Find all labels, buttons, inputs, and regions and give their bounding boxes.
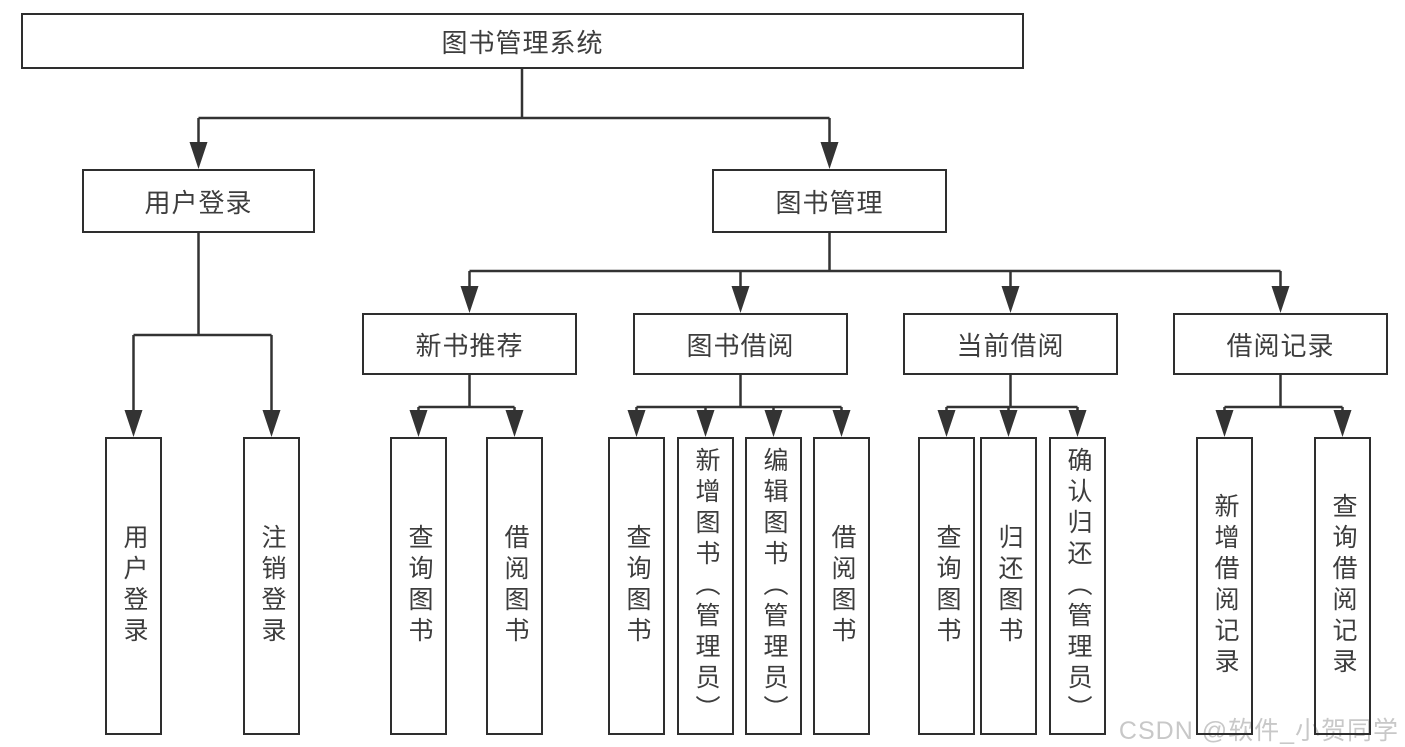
node-label: 编辑图书（管理员） (760, 446, 788, 726)
node-label: 图书管理 (775, 187, 884, 218)
node-label: 新增图书（管理员） (692, 446, 720, 726)
node-label: 借阅记录 (1226, 330, 1335, 361)
node-label: 当前借阅 (956, 330, 1065, 361)
node-label: 查询图书 (623, 524, 651, 648)
node-login: 用户登录 (105, 437, 162, 735)
node-recommend-borrow-book: 借阅图书 (486, 437, 543, 735)
node-system-root: 图书管理系统 (21, 13, 1024, 69)
node-label: 查询图书 (405, 524, 433, 648)
node-label: 图书借阅 (686, 330, 795, 361)
node-recommend-query-book: 查询图书 (390, 437, 447, 735)
node-current-confirm-return-admin: 确认归还（管理员） (1049, 437, 1106, 735)
node-borrowing-borrow-book: 借阅图书 (813, 437, 870, 735)
node-label: 确认归还（管理员） (1064, 446, 1092, 726)
node-records-query-record: 查询借阅记录 (1314, 437, 1371, 735)
connector-root-to-level2 (197, 68, 831, 148)
node-borrowing-query-book: 查询图书 (608, 437, 665, 735)
node-current-return-book: 归还图书 (980, 437, 1037, 735)
node-book-borrowing: 图书借阅 (633, 313, 848, 375)
node-label: 注销登录 (258, 524, 286, 648)
node-label: 归还图书 (995, 524, 1023, 648)
connector-user-login-to-children (132, 232, 273, 416)
node-borrowing-add-book-admin: 新增图书（管理员） (677, 437, 734, 735)
node-label: 查询图书 (933, 524, 961, 648)
connector-new-book-recommend-to-children (417, 374, 516, 418)
node-label: 图书管理系统 (441, 27, 604, 58)
connector-borrowing-records-to-children (1223, 374, 1344, 418)
node-label: 查询借阅记录 (1329, 493, 1357, 679)
csdn-watermark: CSDN @软件_小贺同学 (1118, 717, 1399, 745)
node-label: 借阅图书 (501, 524, 529, 648)
node-user-login: 用户登录 (82, 169, 315, 233)
node-borrowing-records: 借阅记录 (1173, 313, 1388, 375)
node-label: 新增借阅记录 (1211, 493, 1239, 679)
node-new-book-recommend: 新书推荐 (362, 313, 577, 375)
node-label: 用户登录 (120, 524, 148, 648)
node-records-add-record: 新增借阅记录 (1196, 437, 1253, 735)
node-label: 借阅图书 (828, 524, 856, 648)
node-book-management: 图书管理 (712, 169, 947, 233)
connector-book-management-to-children (468, 232, 1282, 292)
node-current-query-book: 查询图书 (918, 437, 975, 735)
node-current-borrowing: 当前借阅 (903, 313, 1118, 375)
node-label: 新书推荐 (415, 330, 524, 361)
node-borrowing-edit-book-admin: 编辑图书（管理员） (745, 437, 802, 735)
node-label: 用户登录 (144, 187, 253, 218)
node-logout: 注销登录 (243, 437, 300, 735)
connector-book-borrowing-to-children (635, 374, 843, 418)
